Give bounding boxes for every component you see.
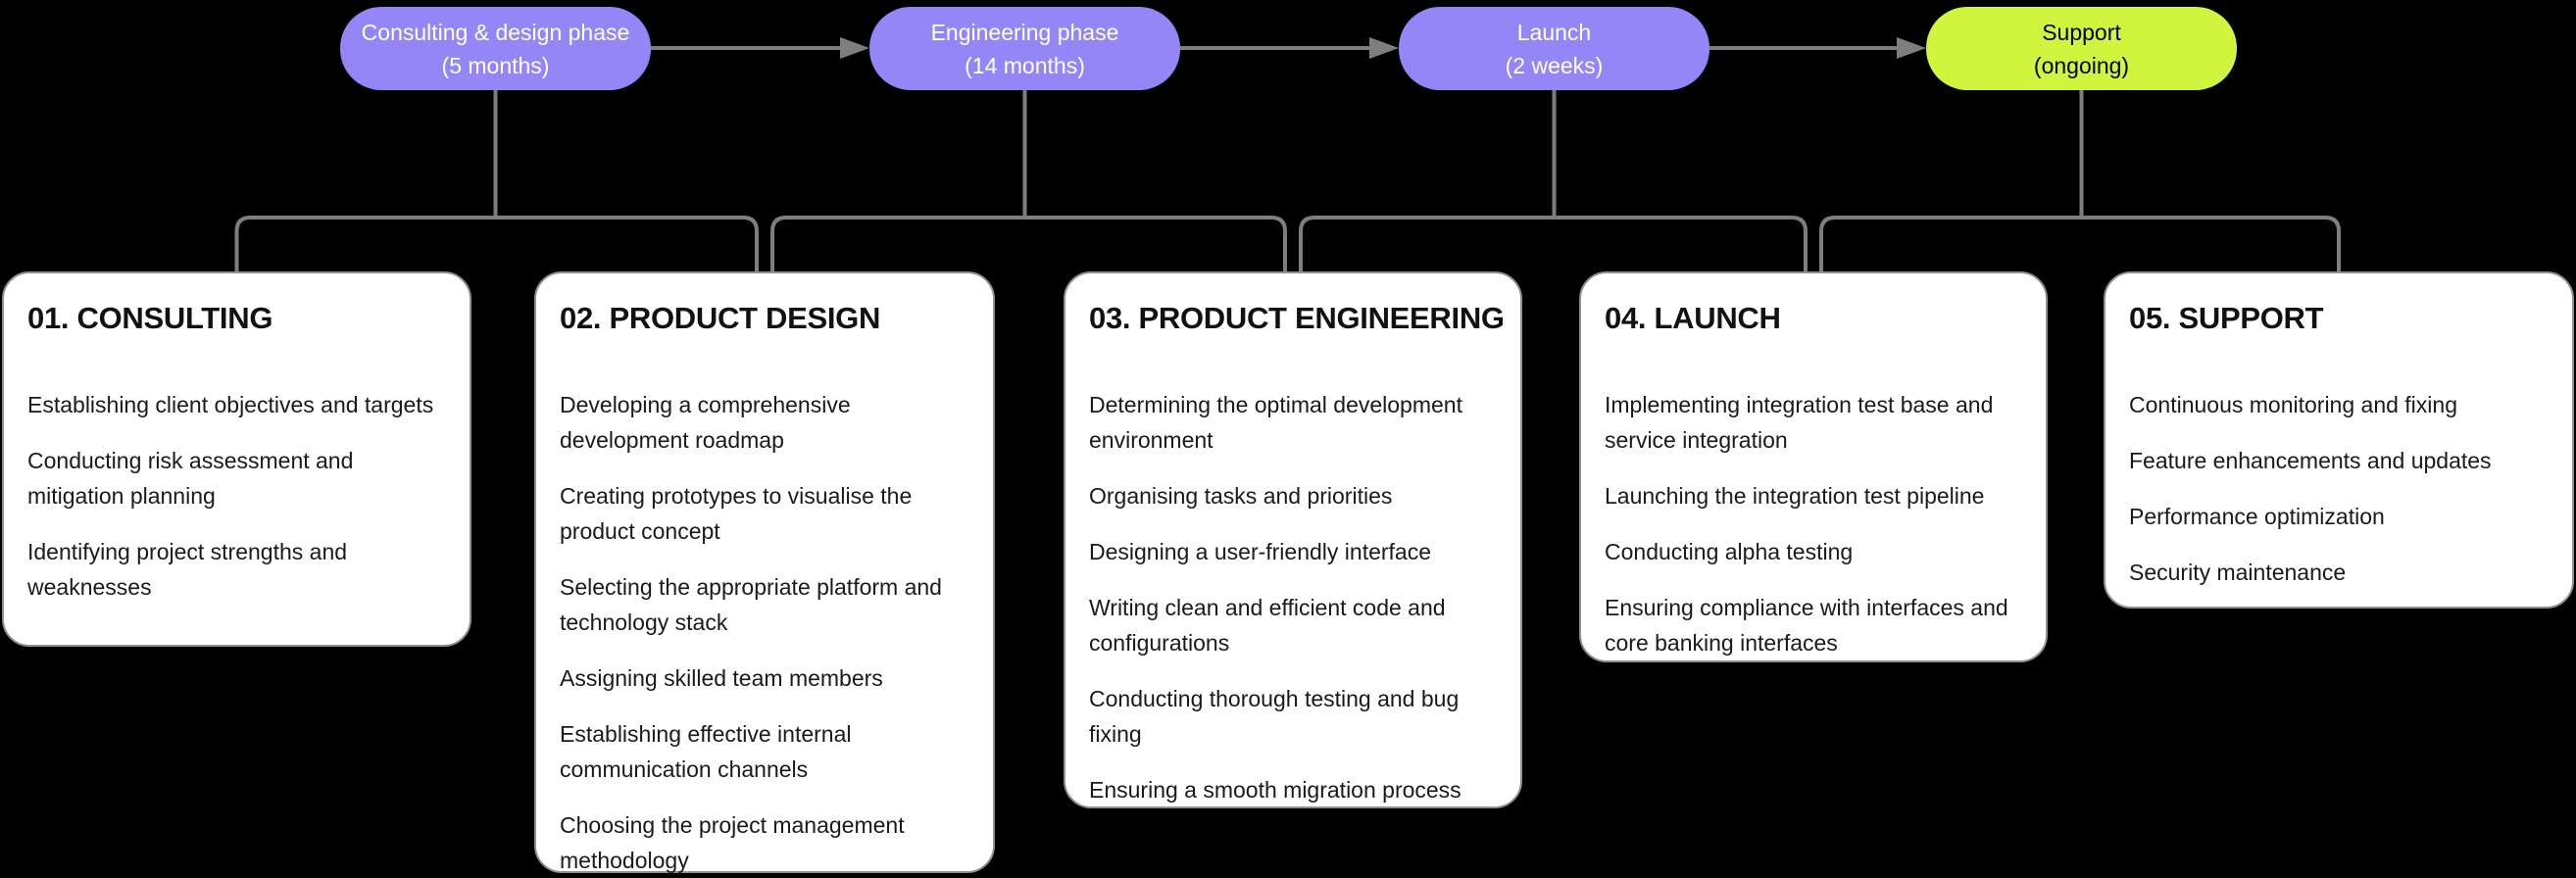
stage-card-item: Feature enhancements and updates: [2129, 448, 2492, 473]
stage-card-item: Determining the optimal development envi…: [1089, 392, 1462, 453]
stage-card-item: Performance optimization: [2129, 504, 2385, 529]
stage-card-item: Organising tasks and priorities: [1089, 483, 1393, 509]
stage-card-title: 05. SUPPORT: [2129, 301, 2324, 335]
stage-card-item: Continuous monitoring and fixing: [2129, 392, 2457, 417]
stage-card-item: Security maintenance: [2129, 560, 2347, 585]
stage-card-4: 04. LAUNCH Implementing integration test …: [1579, 271, 2048, 662]
phase-duration: (5 months): [441, 52, 550, 78]
phase-title: Consulting & design phase: [361, 19, 630, 45]
stage-card-item: Ensuring compliance with interfaces and …: [1605, 595, 2008, 656]
phase-duration: (14 months): [965, 52, 1085, 78]
stage-card-1: 01. CONSULTING Establishing client object…: [2, 271, 471, 647]
stage-card-item: Conducting alpha testing: [1605, 539, 1854, 564]
stage-card-item: Launching the integration test pipeline: [1605, 483, 1985, 509]
phase-pill-4: Support (ongoing): [1926, 7, 2237, 90]
phase-title: Support: [2042, 19, 2121, 45]
stage-card-item: Conducting risk assessment and mitigatio…: [27, 448, 354, 509]
stage-card-item: Implementing integration test base and s…: [1605, 392, 1994, 453]
stage-card-title: 01. CONSULTING: [27, 301, 273, 335]
stage-card-item: Designing a user-friendly interface: [1089, 539, 1432, 564]
bracket-connector-line: [770, 216, 1287, 273]
stage-card-5: 05. SUPPORT Continuous monitoring and fix…: [2104, 271, 2574, 609]
stage-card-item: Conducting thorough testing and bug fixi…: [1089, 686, 1460, 747]
stage-card-item: Assigning skilled team members: [560, 665, 883, 691]
stage-card-title: 02. PRODUCT DESIGN: [560, 301, 881, 335]
phase-pill-3: Launch (2 weeks): [1399, 7, 1709, 90]
stage-card-item: Establishing effective internal communic…: [560, 721, 852, 782]
phase-pill-2: Engineering phase (14 months): [869, 7, 1180, 90]
bracket-connector-line: [1299, 216, 1808, 273]
stage-card-title: 03. PRODUCT ENGINEERING: [1089, 301, 1505, 335]
stage-card-item: Writing clean and efficient code and con…: [1089, 595, 1446, 656]
bracket-connector-line: [234, 216, 759, 273]
phase-duration: (ongoing): [2033, 52, 2130, 78]
stage-card-2: 02. PRODUCT DESIGN Developing a comprehen…: [534, 271, 995, 873]
stage-card-item: Developing a comprehensive development r…: [560, 392, 851, 453]
stage-card-item: Ensuring a smooth migration process: [1089, 777, 1461, 803]
stage-card-item: Choosing the project management methodol…: [560, 812, 905, 873]
bracket-connector-line: [1819, 216, 2341, 273]
phase-title: Launch: [1516, 19, 1592, 45]
arrow-right-icon: [1369, 37, 1399, 59]
stage-card-item: Selecting the appropriate platform and t…: [560, 574, 942, 635]
stage-card-3: 03. PRODUCT ENGINEERING Determining the o…: [1064, 271, 1522, 808]
phase-title: Engineering phase: [930, 19, 1119, 45]
stage-card-title: 04. LAUNCH: [1605, 301, 1781, 335]
stage-card-item: Establishing client objectives and targe…: [27, 392, 434, 417]
phase-duration: (2 weeks): [1505, 52, 1604, 78]
arrow-right-icon: [840, 37, 869, 59]
stage-card-item: Creating prototypes to visualise the pro…: [560, 483, 913, 544]
arrow-right-icon: [1897, 37, 1926, 59]
stage-card-item: Identifying project strengths and weakne…: [27, 539, 348, 600]
phase-pill-1: Consulting & design phase (5 months): [340, 7, 651, 90]
